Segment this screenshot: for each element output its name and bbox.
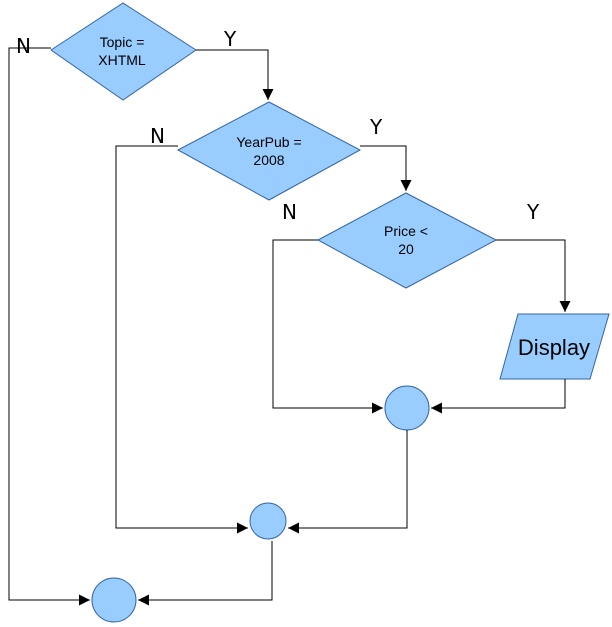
decision-yearpub-line1: YearPub = [236, 134, 301, 150]
decision-price-line2: 20 [398, 241, 414, 257]
decision-price: Price < 20 [316, 192, 498, 289]
decision-topic: Topic = XHTML [50, 2, 197, 101]
merge-connector-yearpub [249, 502, 287, 540]
label-yearpub-yes: Y [369, 115, 383, 139]
label-topic-no: N [16, 34, 31, 58]
decision-yearpub-diamond [176, 101, 362, 201]
edge-price-no [272, 239, 383, 414]
edge-price-yes [496, 239, 571, 312]
decision-topic-line1: Topic = [100, 34, 145, 50]
decision-topic-line2: XHTML [98, 52, 146, 68]
decision-price-line1: Price < [384, 223, 428, 239]
merge-connector-topic [91, 577, 137, 623]
decision-yearpub-line2: 2008 [253, 152, 284, 168]
edge-display-to-merge [431, 379, 566, 414]
edge-topic-yes [196, 49, 274, 100]
edge-yearpub-no [115, 145, 248, 534]
label-price-yes: Y [526, 200, 540, 224]
edge-merge-yearpub-out [138, 541, 273, 606]
edge-topic-no [8, 47, 90, 606]
output-display: Display [499, 313, 610, 380]
edge-merge-price-out [288, 430, 408, 534]
merge-connector-price [384, 385, 430, 431]
label-yearpub-no: N [150, 124, 165, 148]
output-display-parallelogram [499, 313, 610, 380]
edge-yearpub-yes [360, 145, 412, 191]
output-display-label: Display [518, 335, 590, 360]
label-price-no: N [282, 200, 297, 224]
decision-yearpub: YearPub = 2008 [176, 101, 362, 201]
label-topic-yes: Y [223, 27, 237, 51]
